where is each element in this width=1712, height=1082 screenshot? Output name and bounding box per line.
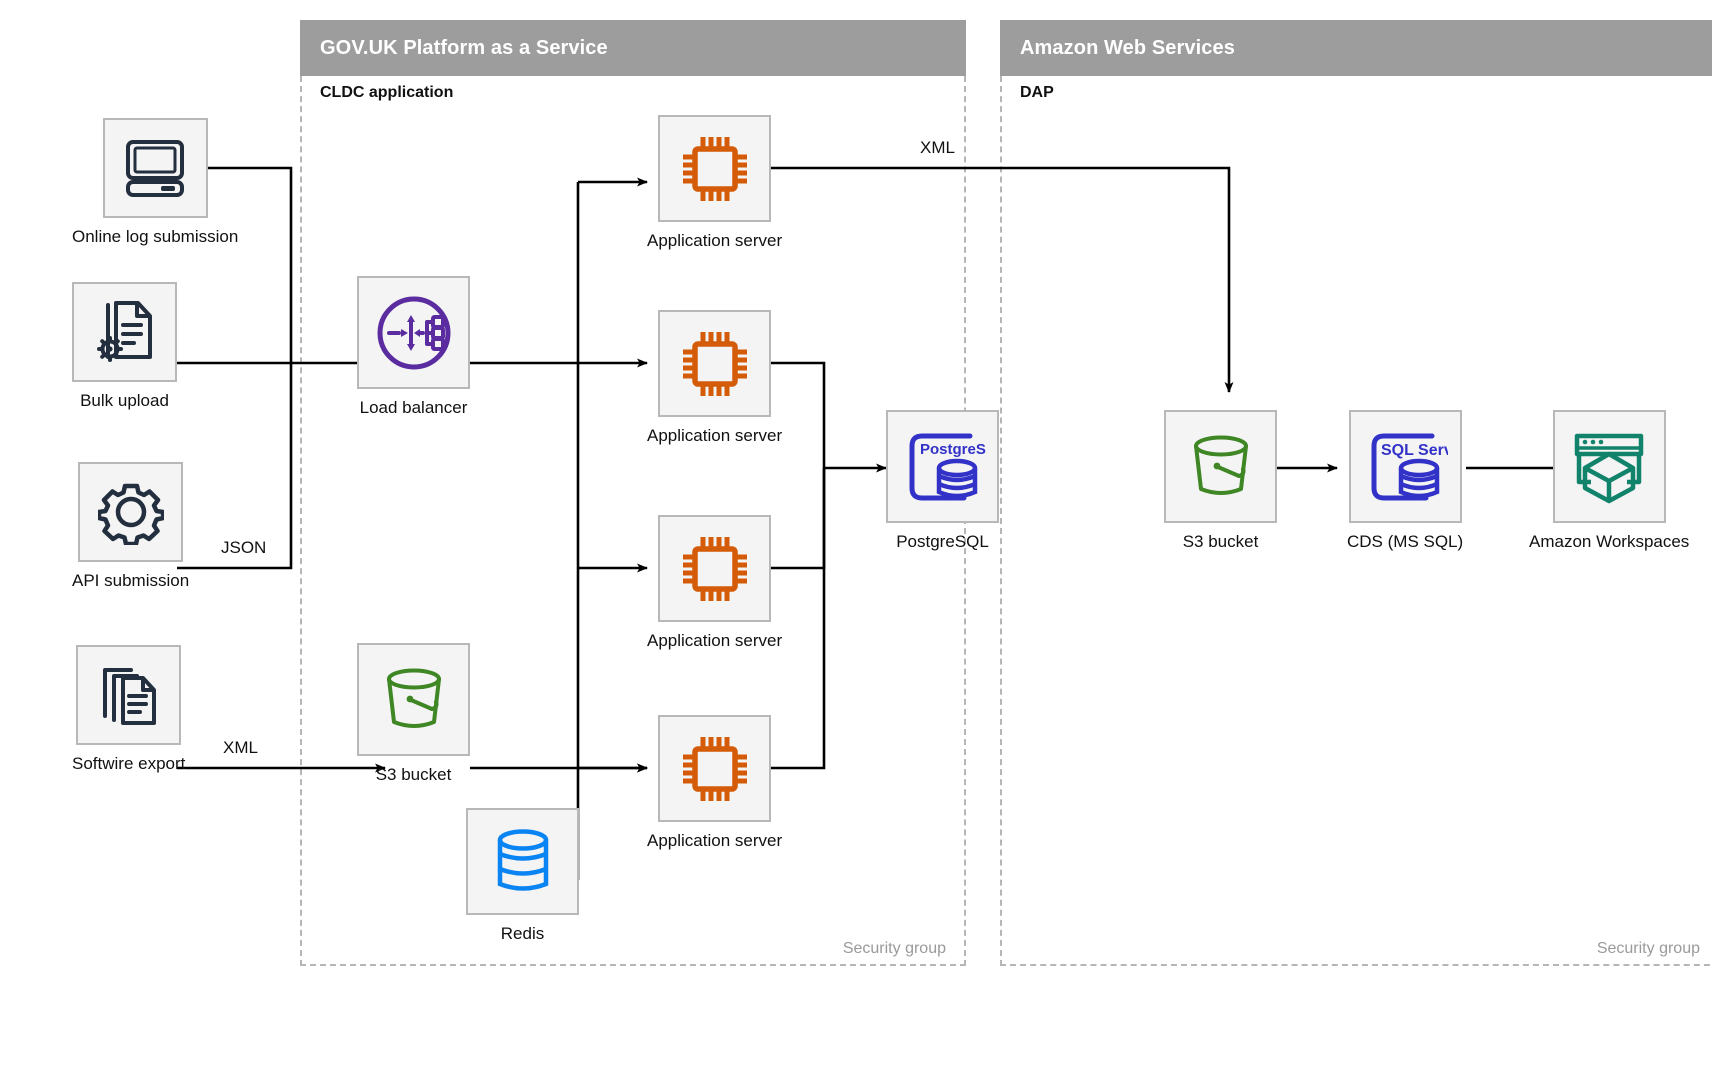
node-label-redis: Redis bbox=[500, 924, 545, 943]
document-stack-icon bbox=[102, 668, 156, 725]
node-api-submission[interactable]: API submission bbox=[72, 462, 189, 591]
node-label-amazon-workspaces: Amazon Workspaces bbox=[1529, 532, 1690, 551]
group-boundary-aws bbox=[1000, 76, 1712, 966]
node-label-aws-s3-bucket: S3 bucket bbox=[1182, 532, 1259, 551]
group-boundary-paas bbox=[300, 76, 966, 966]
group-header-paas: GOV.UK Platform as a Service bbox=[300, 20, 966, 76]
load-balancer-icon bbox=[377, 296, 450, 369]
node-box-app-server-4[interactable] bbox=[658, 715, 772, 822]
group-title-aws: Amazon Web Services bbox=[1020, 36, 1235, 59]
bucket-icon bbox=[1193, 435, 1248, 495]
edge-label-xml-transfer: XML bbox=[915, 138, 960, 158]
cpu-chip-icon bbox=[682, 736, 747, 801]
edge-label-json: JSON bbox=[216, 538, 272, 558]
node-box-aws-s3-bucket[interactable] bbox=[1164, 410, 1277, 523]
node-label-postgresql: PostgreSQL bbox=[896, 532, 989, 551]
node-label-app-server-3: Application server bbox=[647, 631, 783, 650]
node-aws-s3-bucket[interactable]: S3 bucket bbox=[1164, 410, 1277, 552]
node-label-cds-ms-sql: CDS (MS SQL) bbox=[1347, 532, 1464, 551]
node-box-load-balancer[interactable] bbox=[357, 276, 470, 389]
subgroup-title-dap: DAP bbox=[1020, 84, 1054, 101]
node-app-server-1[interactable]: Application server bbox=[647, 115, 782, 251]
node-paas-s3-bucket[interactable]: S3 bucket bbox=[357, 643, 470, 785]
security-group-label-paas: Security group bbox=[842, 940, 946, 957]
node-box-paas-s3-bucket[interactable] bbox=[357, 643, 470, 756]
sql-server-database-icon: SQL Server bbox=[1371, 433, 1448, 500]
node-label-app-server-1: Application server bbox=[647, 231, 783, 250]
node-label-app-server-2: Application server bbox=[647, 426, 783, 445]
node-box-amazon-workspaces[interactable] bbox=[1552, 410, 1666, 523]
node-postgresql[interactable]: PostgreSQL PostgreSQL bbox=[886, 410, 999, 552]
security-group-label-aws: Security group bbox=[1596, 940, 1700, 957]
node-app-server-3[interactable]: Application server bbox=[647, 515, 782, 651]
node-box-app-server-2[interactable] bbox=[658, 310, 772, 417]
gear-icon bbox=[97, 483, 164, 545]
node-box-redis[interactable] bbox=[466, 808, 579, 915]
redis-database-icon bbox=[497, 828, 548, 891]
node-label-api-submission: API submission bbox=[72, 571, 190, 590]
cpu-chip-icon bbox=[682, 331, 747, 396]
node-label-load-balancer: Load balancer bbox=[359, 398, 468, 417]
node-box-online-log-submission[interactable] bbox=[102, 118, 208, 218]
node-label-paas-s3-bucket: S3 bucket bbox=[375, 765, 452, 784]
node-load-balancer[interactable]: Load balancer bbox=[357, 276, 470, 418]
node-softwire-export[interactable]: Softwire export bbox=[72, 645, 185, 774]
group-header-aws: Amazon Web Services bbox=[1000, 20, 1712, 76]
node-box-bulk-upload[interactable] bbox=[72, 282, 177, 382]
node-amazon-workspaces[interactable]: Amazon Workspaces bbox=[1529, 410, 1689, 552]
node-box-api-submission[interactable] bbox=[78, 462, 184, 562]
node-label-softwire-export: Softwire export bbox=[72, 754, 186, 773]
node-online-log-submission[interactable]: Online log submission bbox=[72, 118, 238, 247]
node-cds-ms-sql[interactable]: SQL Server CDS (MS SQL) bbox=[1347, 410, 1463, 552]
node-label-bulk-upload: Bulk upload bbox=[80, 391, 169, 410]
subgroup-title-cldc-application: CLDC application bbox=[320, 84, 454, 101]
node-label-app-server-4: Application server bbox=[647, 831, 783, 850]
desktop-computer-icon bbox=[126, 140, 185, 197]
node-bulk-upload[interactable]: Bulk upload bbox=[72, 282, 177, 411]
edge-label-xml-softwire: XML bbox=[218, 738, 263, 758]
node-label-online-log-submission: Online log submission bbox=[72, 227, 239, 246]
node-box-softwire-export[interactable] bbox=[76, 645, 182, 745]
node-app-server-2[interactable]: Application server bbox=[647, 310, 782, 446]
document-gear-icon bbox=[96, 301, 152, 362]
node-box-postgresql[interactable]: PostgreSQL bbox=[886, 410, 999, 523]
postgresql-database-icon: PostgreSQL bbox=[909, 433, 986, 500]
postgresql-badge-text: PostgreSQL bbox=[920, 441, 986, 458]
node-box-app-server-1[interactable] bbox=[658, 115, 772, 222]
cpu-chip-icon bbox=[682, 536, 747, 601]
node-box-cds-ms-sql[interactable]: SQL Server bbox=[1348, 410, 1462, 523]
workspaces-cube-icon bbox=[1574, 433, 1644, 503]
node-box-app-server-3[interactable] bbox=[658, 515, 772, 622]
node-app-server-4[interactable]: Application server bbox=[647, 715, 782, 851]
sql-server-badge-text: SQL Server bbox=[1381, 442, 1448, 459]
bucket-icon bbox=[386, 668, 441, 728]
group-title-paas: GOV.UK Platform as a Service bbox=[320, 36, 608, 59]
cpu-chip-icon bbox=[682, 136, 747, 201]
node-redis[interactable]: Redis bbox=[466, 808, 579, 944]
